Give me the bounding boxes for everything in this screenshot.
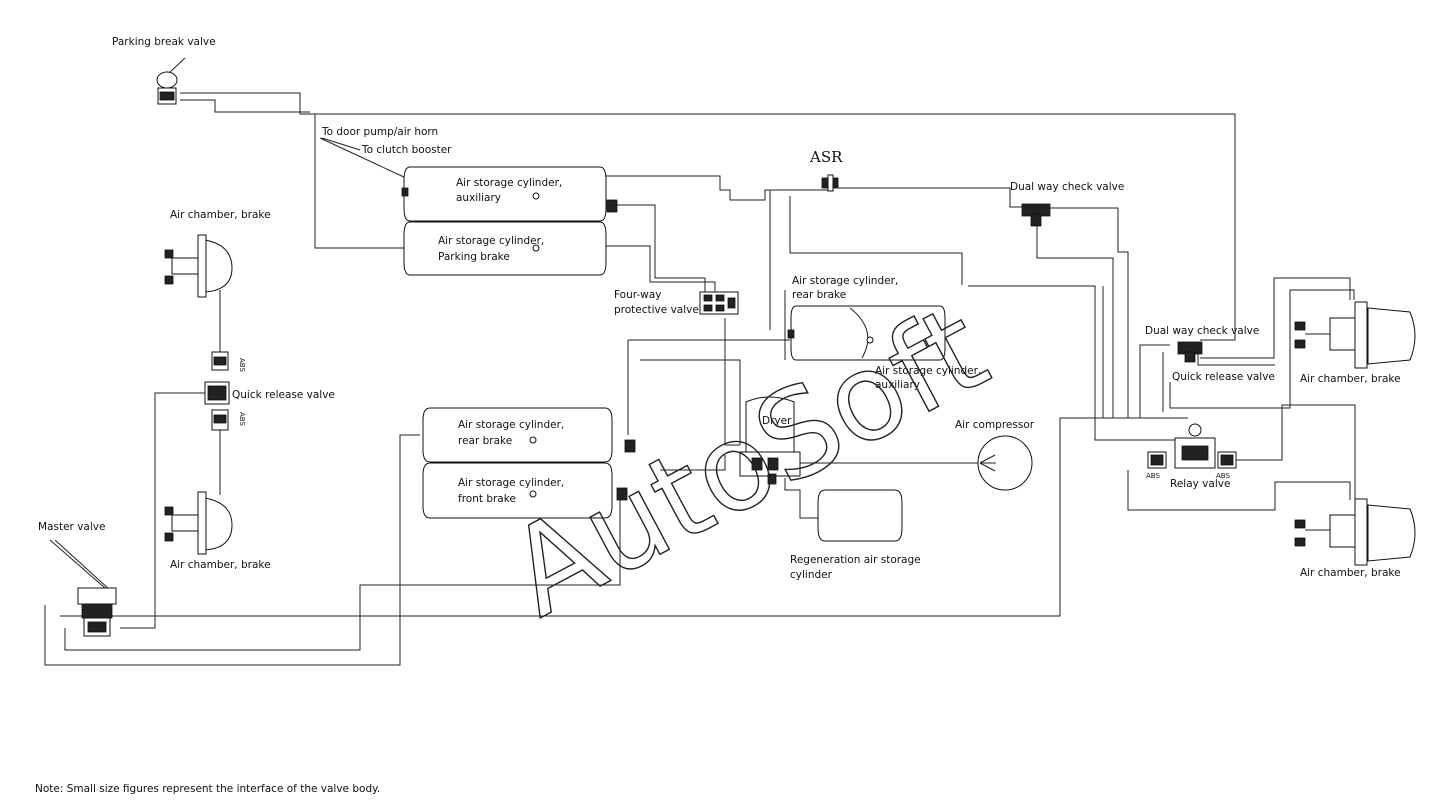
abs-label: ABS: [1216, 472, 1230, 480]
parking-brake-valve-label: Parking break valve: [112, 36, 216, 48]
quick-release-valve-right-label: Quick release valve: [1172, 371, 1275, 383]
abs-label: ABS: [1146, 472, 1160, 480]
asr-label: ASR: [809, 148, 843, 166]
air-chamber-brake-bottom-right: Air chamber, brake: [1294, 498, 1416, 579]
dual-way-check-valve-right: Dual way check valve Quick release valve: [1145, 325, 1275, 383]
dryer-label: Dryer: [762, 415, 792, 427]
cylinder-label: front brake: [458, 493, 516, 505]
air-storage-cylinder-rear-brake-left: Air storage cylinder, rear brake: [422, 407, 613, 463]
air-chamber-label: Air chamber, brake: [170, 209, 271, 221]
cylinder-label: Air storage cylinder,: [875, 365, 981, 377]
four-way-protective-valve: Four-way protective valve: [614, 289, 739, 316]
to-door-pump-label: To door pump/air horn: [321, 126, 438, 138]
air-storage-cylinder-rear-brake-right: Air storage cylinder, rear brake: [790, 275, 946, 361]
cylinder-label: Air storage cylinder,: [458, 419, 564, 431]
air-chamber-label: Air chamber, brake: [170, 559, 271, 571]
cylinder-label: auxiliary: [875, 379, 920, 391]
air-pipes: [44, 92, 1356, 666]
cylinder-label: Air storage cylinder,: [792, 275, 898, 287]
regen-label-2: cylinder: [790, 569, 833, 581]
master-valve: Master valve: [38, 521, 117, 637]
air-chamber-label: Air chamber, brake: [1300, 567, 1401, 579]
dual-way-check-valve-top-label: Dual way check valve: [1010, 181, 1124, 193]
cylinder-label: rear brake: [792, 289, 846, 301]
dual-way-check-valve-right-label: Dual way check valve: [1145, 325, 1259, 337]
to-clutch-booster-label: To clutch booster: [361, 144, 452, 156]
quick-release-valve-left-label: Quick release valve: [232, 389, 335, 401]
quick-release-valve-left: ABS Quick release valve ABS: [204, 351, 335, 431]
cylinder-label: Air storage cylinder,: [438, 235, 544, 247]
cylinder-label: rear brake: [458, 435, 512, 447]
cylinder-label: Air storage cylinder,: [456, 177, 562, 189]
regen-label-1: Regeneration air storage: [790, 554, 921, 566]
regeneration-air-storage-cylinder: Regeneration air storage cylinder: [790, 489, 921, 581]
air-storage-cylinder-front-brake: Air storage cylinder, front brake: [422, 462, 613, 519]
cylinder-label: Air storage cylinder,: [458, 477, 564, 489]
cylinder-label: Parking brake: [438, 251, 510, 263]
master-valve-label: Master valve: [38, 521, 105, 533]
air-compressor: Air compressor: [955, 419, 1035, 491]
air-chamber-label: Air chamber, brake: [1300, 373, 1401, 385]
footnote: Note: Small size figures represent the i…: [35, 783, 380, 795]
abs-label: ABS: [238, 358, 246, 372]
four-way-label-1: Four-way: [614, 289, 661, 301]
parking-brake-valve: Parking break valve: [112, 36, 216, 105]
four-way-label-2: protective valve: [614, 304, 699, 316]
dryer: Dryer: [739, 396, 801, 485]
cylinder-fittings: [401, 187, 795, 501]
air-chamber-brake-top-left: Air chamber, brake: [164, 209, 271, 298]
air-chamber-brake-top-right: Air chamber, brake: [1294, 301, 1416, 385]
abs-label: ABS: [238, 412, 246, 426]
asr-valve: ASR: [809, 148, 843, 192]
air-compressor-label: Air compressor: [955, 419, 1035, 431]
air-storage-cylinder-parking-brake: Air storage cylinder, Parking brake: [403, 221, 607, 276]
dual-way-check-valve-top: Dual way check valve: [1010, 181, 1124, 227]
air-storage-cylinder-auxiliary-top: Air storage cylinder, auxiliary: [403, 166, 607, 222]
cylinder-label: auxiliary: [456, 192, 501, 204]
relay-valve: ABS ABS Relay valve: [1146, 423, 1237, 490]
air-storage-cylinder-auxiliary-right: Air storage cylinder, auxiliary: [875, 365, 981, 391]
air-chamber-brake-bottom-left: Air chamber, brake: [164, 491, 271, 571]
relay-valve-label: Relay valve: [1170, 478, 1230, 490]
